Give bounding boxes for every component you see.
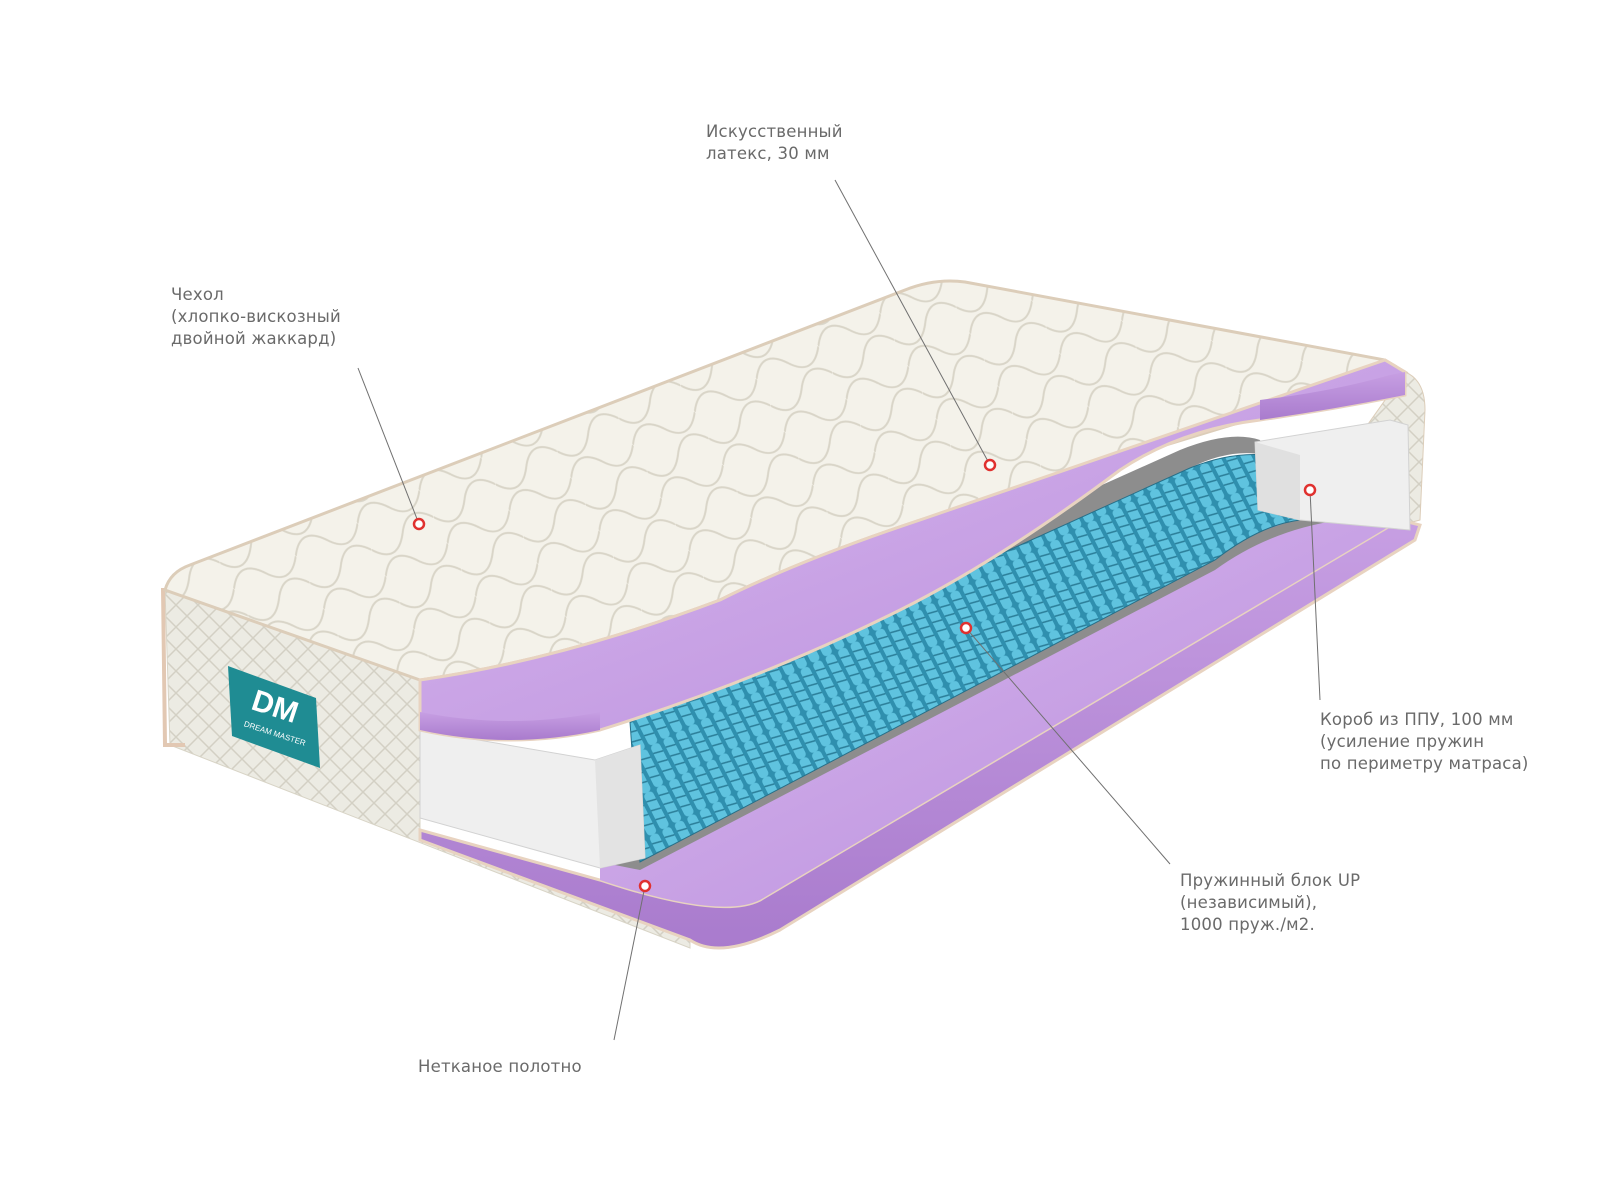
callout-box-line1: Короб из ППУ, 100 мм: [1320, 710, 1514, 729]
markers: [412, 458, 1317, 893]
callout-box-line3: по периметру матраса): [1320, 754, 1529, 773]
latex-top: [418, 358, 1407, 742]
marker-box: [1303, 483, 1317, 497]
foam-box: [419, 419, 1411, 869]
callout-box: Короб из ППУ, 100 мм (усиление пружин по…: [1320, 709, 1529, 775]
marker-spring: [959, 621, 973, 635]
callout-fabric: Нетканое полотно: [418, 1056, 582, 1078]
callout-cover-line2: (хлопко-вискозный: [171, 307, 341, 326]
callout-latex-line2: латекс, 30 мм: [706, 144, 830, 163]
callout-spring-line2: (независимый),: [1180, 893, 1318, 912]
callout-latex: Искусственный латекс, 30 мм: [706, 121, 843, 165]
callout-box-line2: (усиление пружин: [1320, 732, 1485, 751]
callout-spring-line3: 1000 пруж./м2.: [1180, 915, 1315, 934]
leader-lines: [357, 179, 1321, 1041]
callout-spring: Пружинный блок UP (независимый), 1000 пр…: [1180, 870, 1360, 936]
callout-spring-line1: Пружинный блок UP: [1180, 871, 1361, 890]
callout-cover: Чехол (хлопко-вискозный двойной жаккард): [171, 284, 341, 350]
callout-cover-line1: Чехол: [171, 285, 224, 304]
callout-fabric-line1: Нетканое полотно: [418, 1057, 582, 1076]
marker-latex: [983, 458, 997, 472]
brand-logo: DM DREAM MASTER: [228, 666, 320, 768]
callout-latex-line1: Искусственный: [706, 122, 843, 141]
marker-fabric: [638, 879, 652, 893]
callout-cover-line3: двойной жаккард): [171, 329, 337, 348]
marker-cover: [412, 517, 426, 531]
